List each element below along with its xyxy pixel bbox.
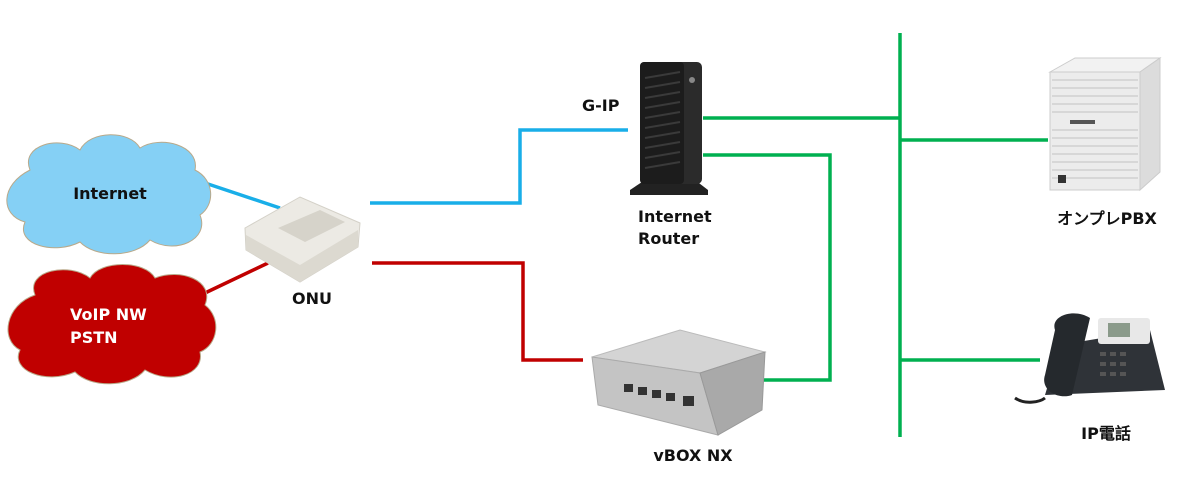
onu-device-icon <box>244 196 361 283</box>
ip-phone-icon <box>1014 313 1165 404</box>
voip-label-line2: PSTN <box>70 328 118 347</box>
link-internet-onu <box>204 181 281 210</box>
link-router-vbox <box>703 153 832 382</box>
g-ip-label: G-IP <box>582 96 620 115</box>
link-voip-onu <box>204 261 269 295</box>
vbox-device-icon <box>591 329 767 436</box>
voip-label-line1: VoIP NW <box>70 305 147 324</box>
router-label-line2: Router <box>638 229 699 248</box>
link-onu-router <box>370 128 628 205</box>
onu-label: ONU <box>292 289 332 308</box>
pbx-server-icon <box>1048 57 1162 192</box>
router-label-line1: Internet <box>638 207 712 226</box>
voip-cloud-icon <box>7 264 217 385</box>
pbx-label: オンプレPBX <box>1057 209 1157 228</box>
vbox-label: vBOX NX <box>653 446 733 465</box>
phone-label: IP電話 <box>1081 424 1131 443</box>
internet-label: Internet <box>73 184 147 203</box>
link-onu-vbox <box>372 261 583 362</box>
internet-cloud-icon <box>6 134 212 255</box>
router-device-icon <box>630 62 708 195</box>
